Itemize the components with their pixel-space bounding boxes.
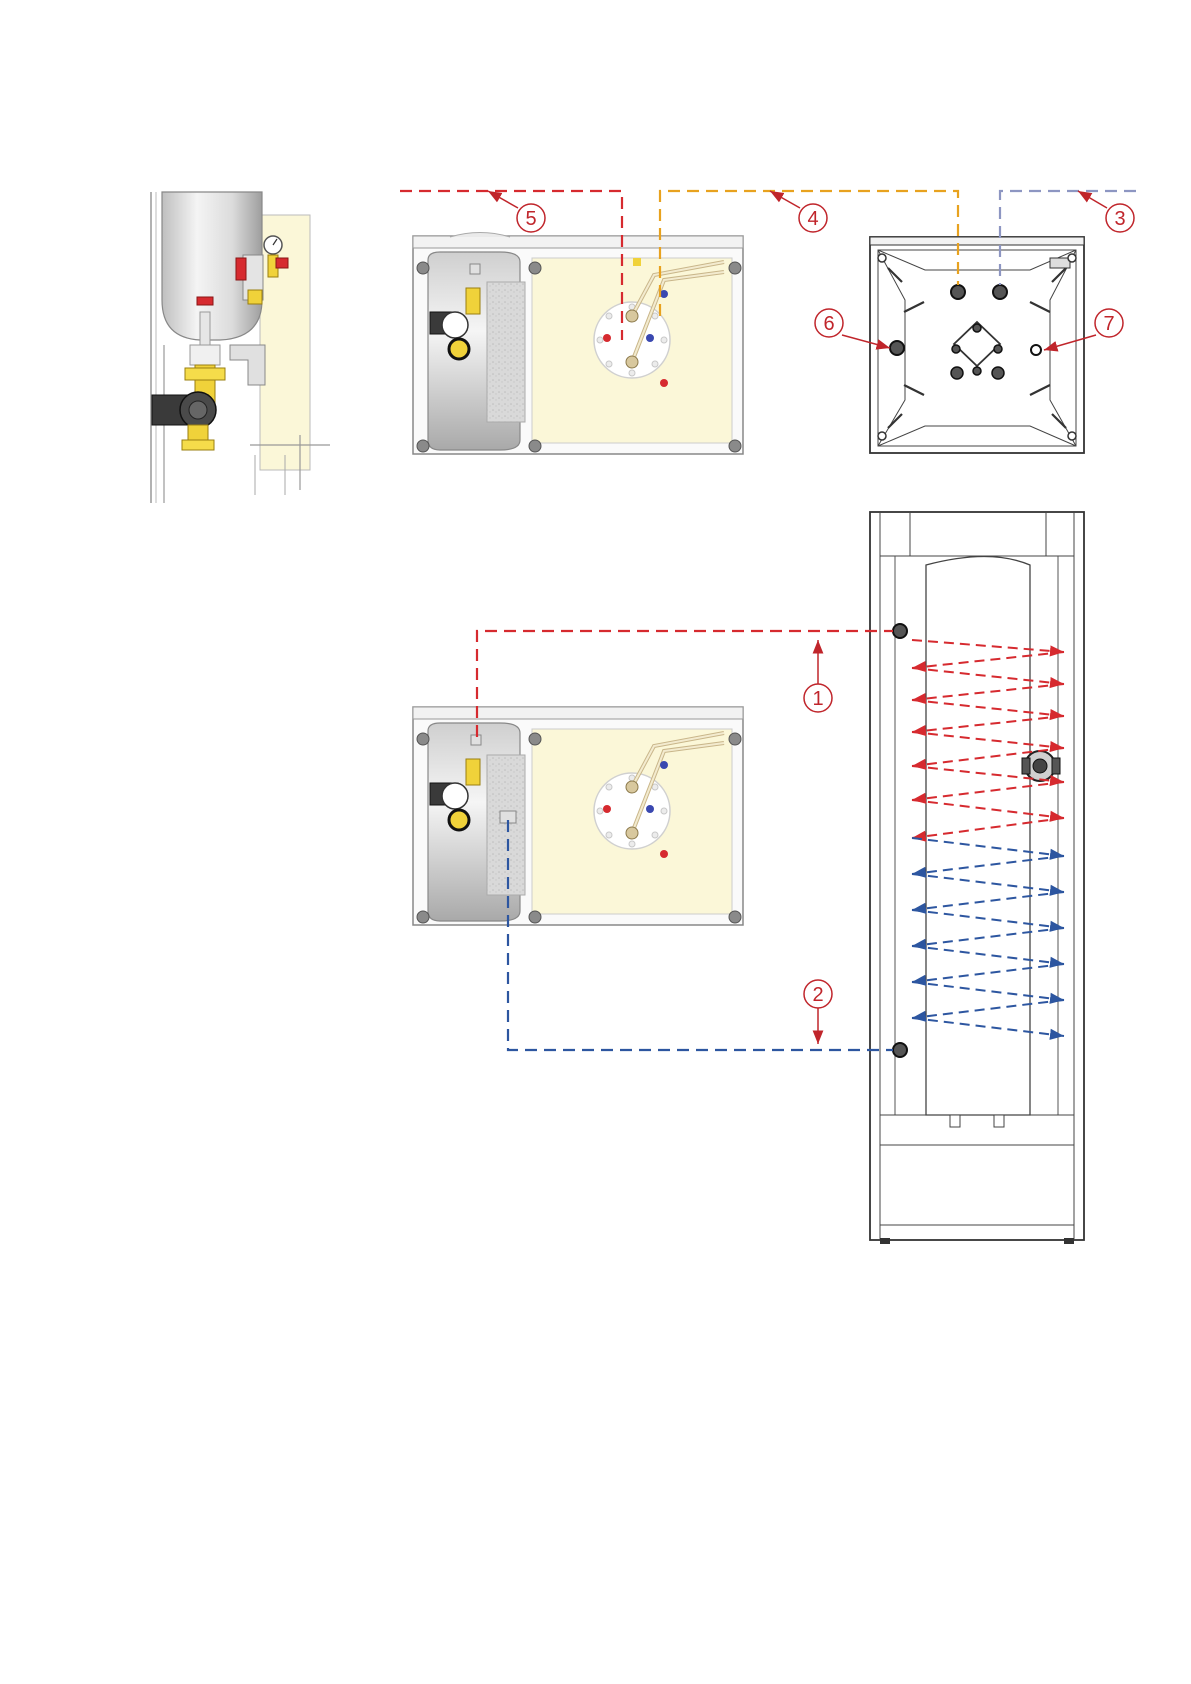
callout-4: 4 — [807, 208, 818, 230]
side-view-detail — [151, 192, 330, 503]
callout-3: 3 — [1114, 208, 1125, 230]
side-circulation-pump-icon — [152, 392, 216, 450]
callout-2: 2 — [812, 984, 823, 1006]
cabinet-front-view — [870, 512, 1084, 1244]
callout-7: 7 — [1103, 313, 1114, 335]
callout-6: 6 — [823, 313, 834, 335]
callout-1: 1 — [812, 688, 823, 710]
housing-top-view — [870, 237, 1084, 453]
safety-valve-icon — [236, 258, 246, 280]
top-view-unit-upper — [413, 233, 743, 455]
drain-valve-icon — [197, 297, 213, 305]
callout-5: 5 — [525, 208, 536, 230]
top-view-unit-lower — [413, 707, 743, 925]
